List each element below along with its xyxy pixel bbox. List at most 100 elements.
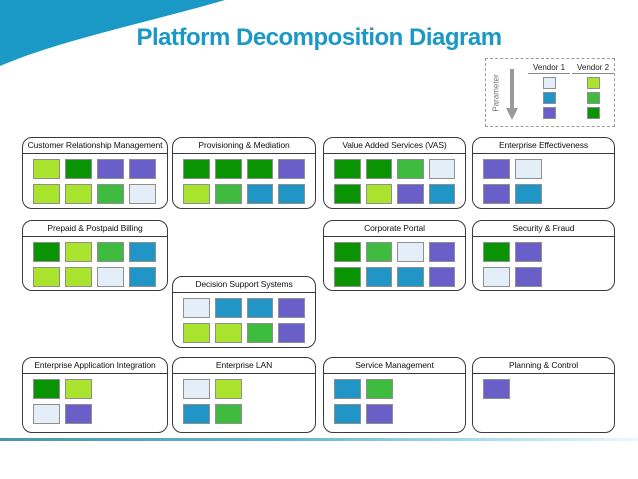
legend-swatch-green (586, 92, 600, 104)
tile-row (33, 267, 157, 287)
platform-title: Enterprise LAN (173, 358, 315, 374)
tile-purple (483, 159, 510, 179)
tile-green (366, 379, 393, 399)
tile-row (483, 184, 604, 204)
platform-box-enterprise-lan: Enterprise LAN (172, 357, 316, 433)
tile-green (215, 404, 242, 424)
tile-grid (173, 293, 315, 347)
tile-pale-blue (428, 159, 455, 179)
tile-pale-blue (183, 379, 210, 399)
tile-pale-blue (183, 298, 210, 318)
parameter-axis-label: Parameter (491, 73, 501, 112)
tile-grid (324, 374, 465, 429)
platform-box-service-management: Service Management (323, 357, 466, 433)
tile-dark-green (33, 242, 60, 262)
tile-dark-green (483, 242, 510, 262)
tile-purple (97, 159, 124, 179)
tile-blue (183, 404, 210, 424)
tile-row (334, 242, 455, 262)
page-title: Platform Decomposition Diagram (136, 24, 502, 51)
platform-title: Provisioning & Mediation (173, 138, 315, 154)
tile-purple (366, 404, 393, 424)
tile-purple (278, 323, 305, 343)
tile-grid (473, 154, 614, 208)
tile-yellow-green (33, 159, 60, 179)
tile-dark-green (334, 159, 361, 179)
platform-title: Corporate Portal (324, 221, 465, 237)
tile-yellow-green (183, 323, 210, 343)
tile-yellow-green (65, 242, 92, 262)
tile-blue (246, 184, 274, 204)
legend-swatch-yellow-green (586, 77, 600, 89)
platform-title: Decision Support Systems (173, 277, 315, 293)
tile-row (483, 267, 604, 287)
tile-blue (129, 242, 156, 262)
tile-row (33, 159, 157, 179)
tile-grid (173, 154, 315, 208)
tile-dark-green (334, 267, 361, 287)
tile-yellow-green (65, 379, 92, 399)
tile-yellow-green (65, 267, 92, 287)
tile-green (246, 323, 274, 343)
tile-blue (515, 184, 542, 204)
tile-row (483, 159, 604, 179)
tile-blue (334, 379, 361, 399)
tile-row (33, 242, 157, 262)
legend-swatch-dark-green (586, 107, 600, 119)
tile-row (183, 298, 305, 318)
tile-green (97, 184, 124, 204)
tile-row (334, 267, 455, 287)
tile-green (97, 242, 124, 262)
tile-row (183, 159, 305, 179)
tile-blue (129, 267, 156, 287)
tile-row (334, 184, 455, 204)
platform-box-decision-support-systems: Decision Support Systems (172, 276, 316, 348)
platform-box-value-added-services-vas: Value Added Services (VAS) (323, 137, 466, 209)
tile-purple (428, 242, 455, 262)
tile-dark-green (65, 159, 92, 179)
platform-box-security-fraud: Security & Fraud (472, 220, 615, 291)
tile-pale-blue (129, 184, 156, 204)
tile-row (334, 159, 455, 179)
tile-grid (473, 237, 614, 290)
platform-box-planning-control: Planning & Control (472, 357, 615, 433)
tile-row (183, 323, 305, 343)
legend-vendor2-swatches (572, 77, 614, 119)
legend-vendor2-column: Vendor 2 (572, 63, 614, 119)
tile-purple (428, 267, 455, 287)
tile-grid (23, 374, 167, 429)
tile-grid (324, 154, 465, 208)
tile-purple (515, 267, 542, 287)
tile-dark-green (183, 159, 210, 179)
tile-pale-blue (97, 267, 124, 287)
legend-vendor1-swatches (528, 77, 570, 119)
platform-box-enterprise-application-integration: Enterprise Application Integration (22, 357, 168, 433)
tile-dark-green (334, 184, 361, 204)
platform-box-provisioning-mediation: Provisioning & Mediation (172, 137, 316, 209)
tile-yellow-green (33, 267, 60, 287)
tile-purple (65, 404, 92, 424)
tile-blue (397, 267, 424, 287)
platform-box-enterprise-effectiveness: Enterprise Effectiveness (472, 137, 615, 209)
tile-yellow-green (65, 184, 92, 204)
tile-dark-green (334, 242, 361, 262)
platform-title: Customer Relationship Management (23, 138, 167, 154)
tile-dark-green (365, 159, 392, 179)
tile-dark-green (33, 379, 60, 399)
corner-swoosh-decoration (0, 0, 225, 66)
tile-row (183, 404, 305, 424)
tile-blue (214, 298, 242, 318)
legend-swatch-blue (542, 92, 556, 104)
tile-row (483, 379, 604, 399)
tile-grid (23, 154, 167, 208)
tile-dark-green (214, 159, 242, 179)
platform-title: Prepaid & Postpaid Billing (23, 221, 167, 237)
tile-pale-blue (483, 267, 510, 287)
tile-row (334, 379, 455, 399)
platform-box-customer-relationship-management: Customer Relationship Management (22, 137, 168, 209)
tile-purple (129, 159, 156, 179)
tile-blue (278, 184, 305, 204)
tile-row (183, 379, 305, 399)
tile-row (33, 379, 157, 399)
platform-title: Service Management (324, 358, 465, 374)
